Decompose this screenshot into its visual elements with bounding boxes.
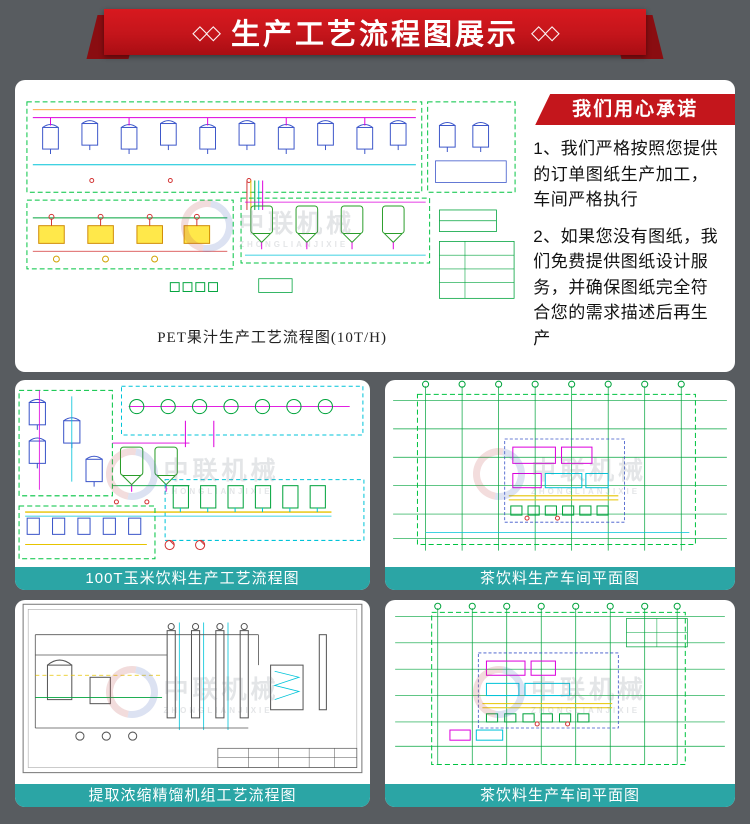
- caption-distill-flow: 提取浓缩精馏机组工艺流程图: [15, 784, 370, 807]
- promise-panel: 我们用心承诺 1、我们严格按照您提供的订单图纸生产加工，车间严格执行 2、如果您…: [521, 80, 735, 372]
- caption-corn-flow: 100T玉米饮料生产工艺流程图: [15, 567, 370, 590]
- page-root: ◇◇ 生产工艺流程图展示 ◇◇: [0, 9, 750, 807]
- page-title: 生产工艺流程图展示: [230, 19, 519, 51]
- banner-ornament-left: ◇◇: [192, 21, 221, 44]
- banner: ◇◇ 生产工艺流程图展示 ◇◇: [86, 9, 664, 59]
- tea-layout-diagram-top: [393, 380, 727, 551]
- promise-heading: 我们用心承诺: [535, 94, 735, 125]
- tea-layout-diagram-bottom: [395, 602, 725, 766]
- diagram-caption-pet: PET果汁生产工艺流程图(10T/H): [157, 330, 388, 346]
- caption-tea-layout-bottom: 茶饮料生产车间平面图: [385, 784, 735, 807]
- promise-item-2: 2、如果您没有图纸，我们免费提供图纸设计服务，并确保图纸完全符合您的需求描述后再…: [533, 226, 719, 348]
- caption-tea-layout-top: 茶饮料生产车间平面图: [385, 567, 735, 590]
- distill-flow-diagram: [22, 603, 363, 774]
- pet-juice-flow-diagram: [26, 101, 516, 299]
- corn-flow-diagram: [18, 385, 365, 560]
- banner-band: ◇◇ 生产工艺流程图展示 ◇◇: [104, 9, 646, 55]
- banner-ornament-right: ◇◇: [531, 21, 560, 44]
- promise-item-1: 1、我们严格按照您提供的订单图纸生产加工，车间严格执行: [533, 139, 719, 209]
